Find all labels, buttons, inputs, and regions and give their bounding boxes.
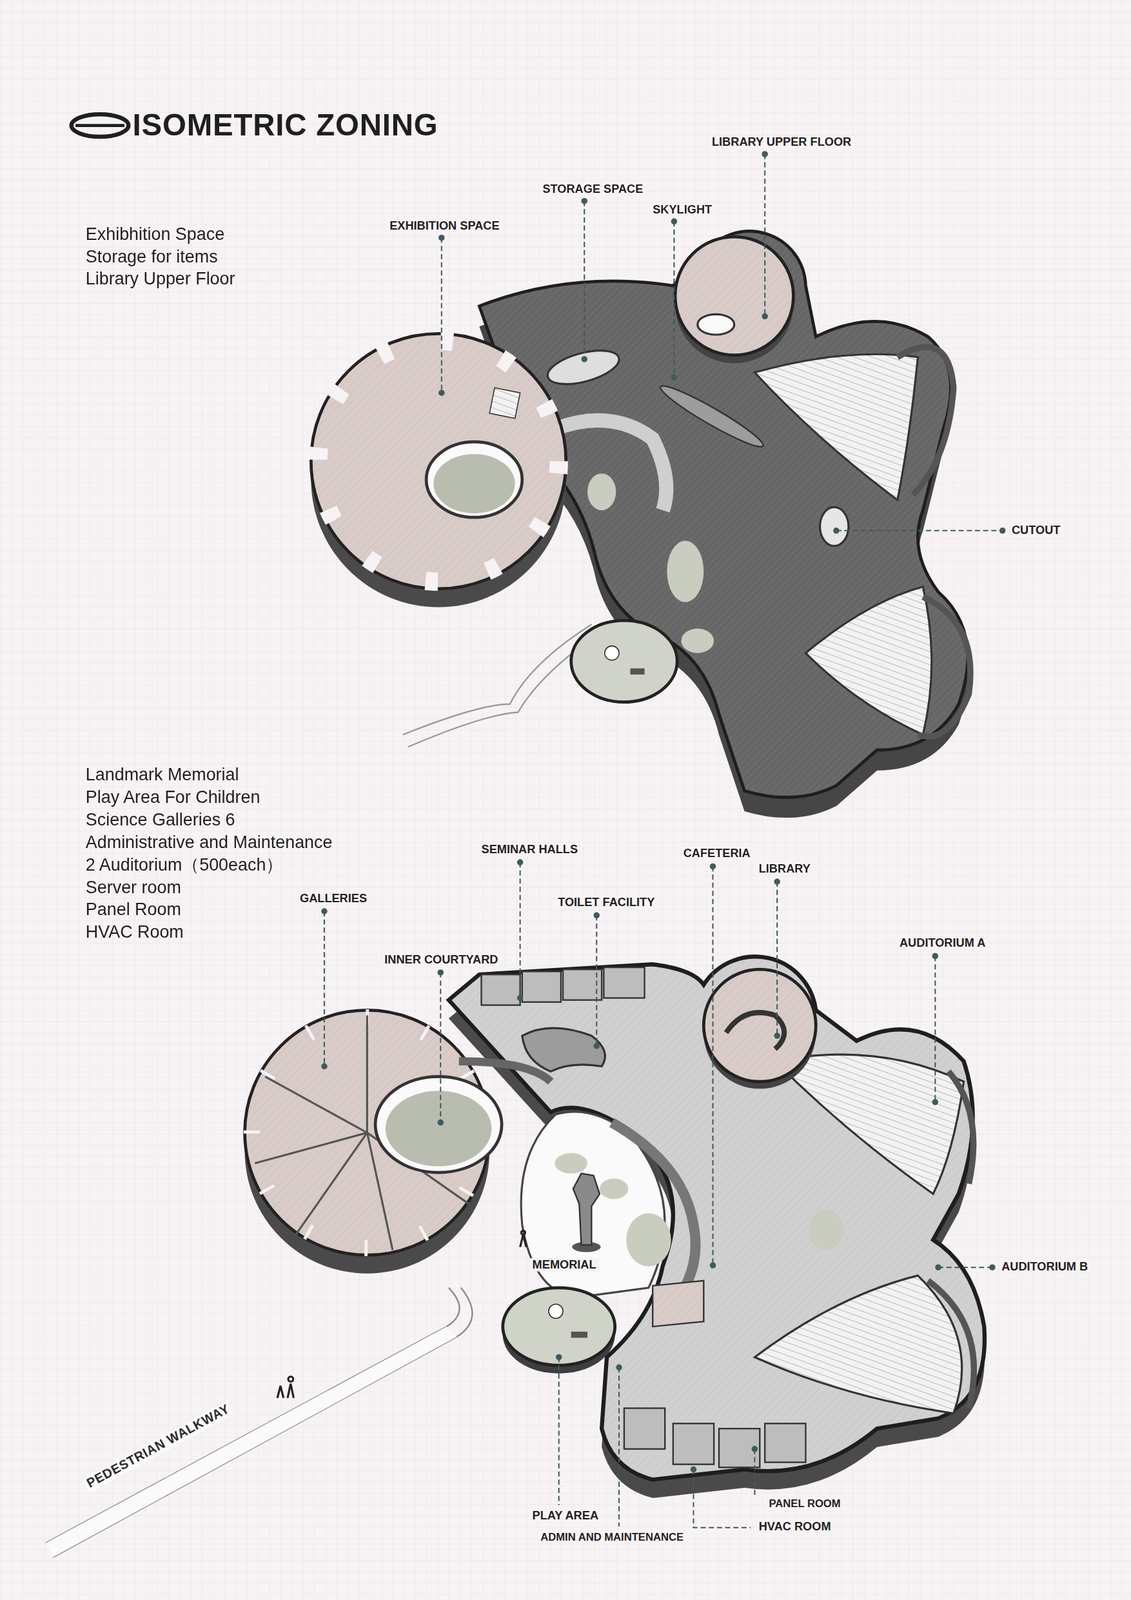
callout-label: AUDITORIUM B [999,1259,1090,1274]
zone-list-item: Exhibhition Space [85,224,225,245]
leader-lines [324,154,1003,1528]
callout-label: SKYLIGHT [650,203,714,217]
title-logo [71,114,129,137]
zone-list-item: Storage for items [85,246,218,267]
callout-label: TOILET FACILITY [555,895,658,910]
zone-list-item: 2 Auditorium（500each） [85,855,284,876]
callout-label: GALLERIES [297,891,369,906]
callout-label: EXHIBITION SPACE [387,219,502,233]
page-title: ISOMETRIC ZONING [132,108,439,144]
callout-label: INNER COURTYARD [382,953,501,967]
zone-list-item: Science Galleries 6 [85,809,236,830]
zone-list-item: HVAC Room [85,922,184,943]
zone-list-item: Library Upper Floor [85,269,236,290]
callout-label: STORAGE SPACE [540,182,645,197]
callout-label: SEMINAR HALLS [479,842,580,857]
zone-list-item: Panel Room [85,900,182,921]
zone-list-item: Administrative and Maintenance [85,832,333,853]
callout-label: AUDITORIUM A [897,936,988,951]
callout-label: PANEL ROOM [766,1496,843,1509]
callout-label: HVAC ROOM [757,1520,834,1535]
zone-list-item: Play Area For Children [85,787,261,808]
leader-dots [321,150,1006,1473]
callout-label: CUTOUT [1009,523,1063,538]
callout-label: LIBRARY UPPER FLOOR [709,135,854,149]
ground-floor-plan [45,956,985,1557]
callout-label: PLAY AREA [530,1508,601,1523]
callout-label: MEMORIAL [530,1258,598,1272]
zone-list-item: Server room [85,877,182,898]
zone-list-item: Landmark Memorial [85,765,240,786]
callout-label: LIBRARY [757,862,813,876]
callout-label: ADMIN AND MAINTENANCE [538,1530,686,1543]
callout-label: CAFETERIA [681,846,753,861]
upper-floor-plan [310,231,971,819]
